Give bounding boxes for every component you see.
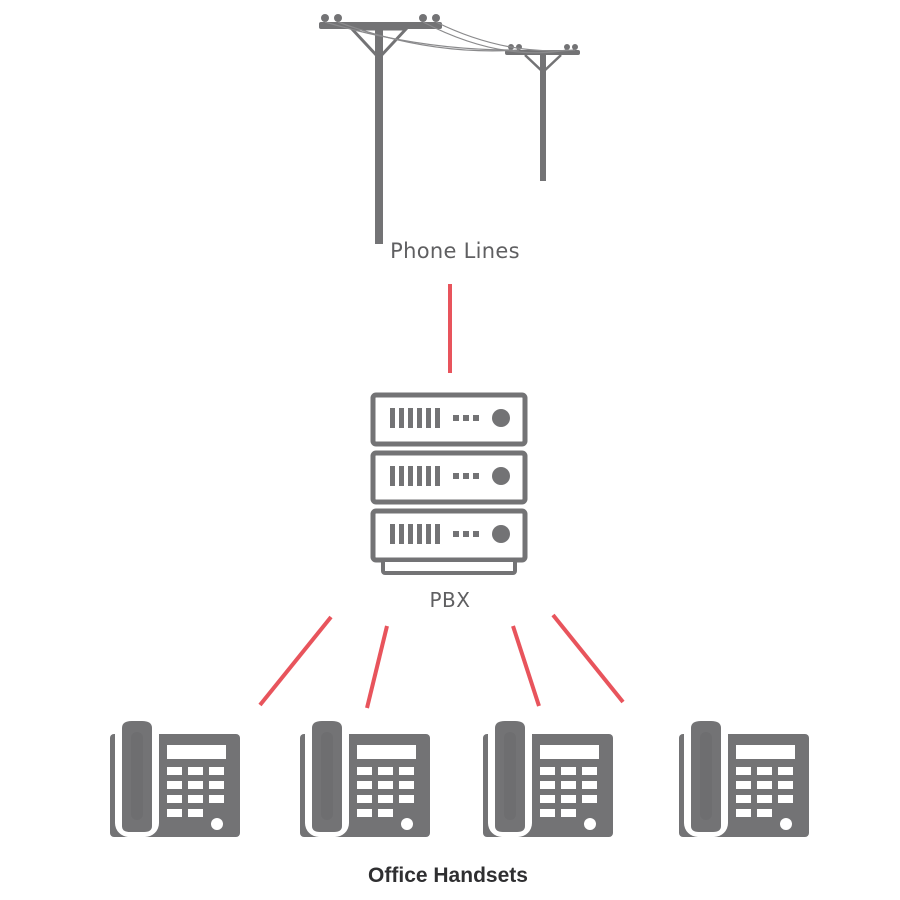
connector-pbx-handset-3 [511,625,541,707]
connector-pbx-handset-2 [365,625,389,709]
office-handsets [110,718,809,837]
pbx-label: PBX [429,588,471,612]
utility-poles-icon [319,14,580,244]
connector-pbx-handset-4 [551,613,625,704]
connector-pbx-handset-1 [258,615,333,707]
office-handsets-label: Office Handsets [368,864,528,887]
connector-lines [258,284,625,709]
desk-phone-icon [483,718,613,837]
desk-phone-icon [110,718,240,837]
desk-phone-icon [679,718,809,837]
phone-lines-label: Phone Lines [390,239,520,263]
desk-phone-icon [300,718,430,837]
pbx-server-icon [370,392,528,575]
